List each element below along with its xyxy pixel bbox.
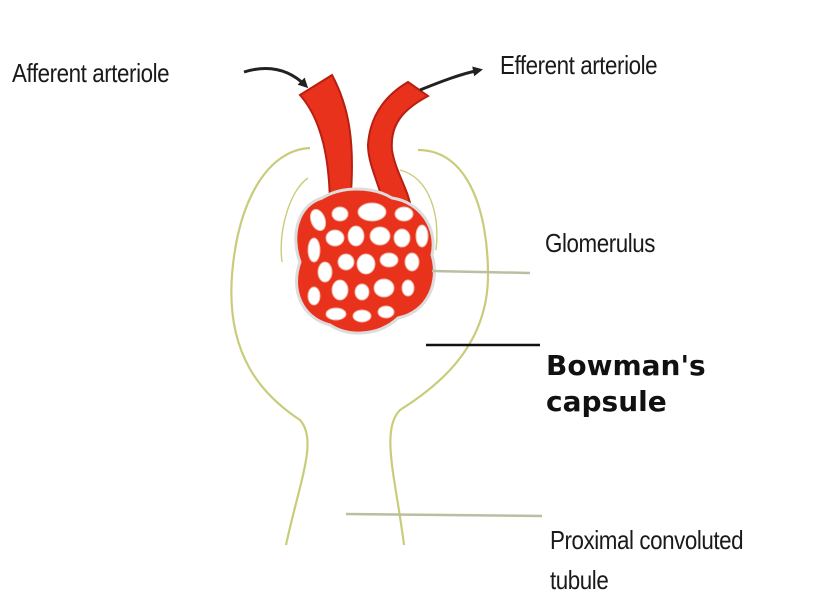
glomerulus-label: Glomerulus bbox=[545, 228, 655, 259]
pct-label-line2: tubule bbox=[550, 560, 743, 600]
glomerulus bbox=[296, 189, 435, 333]
pct-pointer-line bbox=[346, 514, 542, 516]
afferent-pointer-arrow bbox=[244, 68, 306, 86]
bowmans-label-line1: Bowman's bbox=[546, 348, 706, 384]
bowmans-capsule-label: Bowman's capsule bbox=[546, 348, 706, 420]
efferent-arteriole-label: Efferent arteriole bbox=[500, 50, 657, 81]
efferent-pointer-arrow bbox=[420, 70, 480, 90]
glomerulus-pointer-line bbox=[432, 271, 530, 273]
pct-label-line1: Proximal convoluted bbox=[550, 520, 743, 560]
bowmans-label-line2: capsule bbox=[546, 384, 706, 420]
afferent-arteriole-label: Afferent arteriole bbox=[12, 58, 169, 89]
capsule-outer-left bbox=[231, 148, 310, 545]
pct-label: Proximal convoluted tubule bbox=[550, 520, 743, 600]
